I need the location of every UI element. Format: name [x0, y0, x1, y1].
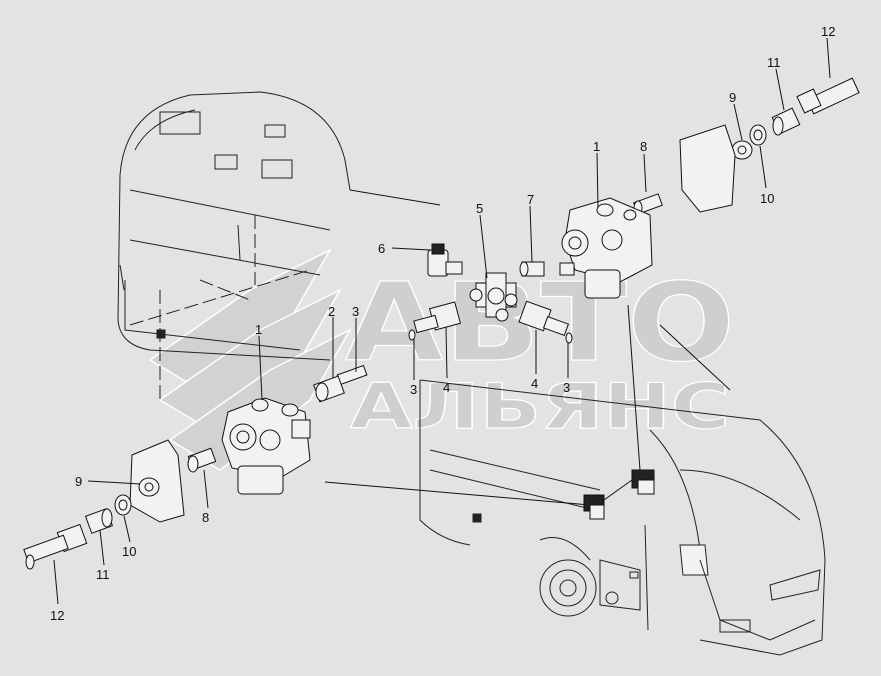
callout-3-top: 3: [352, 304, 359, 319]
callout-9-lower: 9: [75, 474, 82, 489]
upper-valve-assembly: [408, 77, 860, 344]
watermark: АВТО АЛЬЯНС: [148, 248, 736, 471]
callout-1-lower: 1: [255, 322, 262, 337]
callout-11-upper: 11: [767, 55, 781, 70]
bus-rear-view: [117, 91, 351, 361]
callout-5: 5: [476, 201, 483, 216]
routing-lines: [129, 189, 731, 506]
callout-12-upper: 12: [821, 24, 835, 39]
nut-10-upper: [749, 124, 767, 146]
callout-11-lower: 11: [96, 567, 110, 582]
pressure-valve-1-lower: [221, 397, 311, 495]
callout-9-upper: 9: [729, 90, 736, 105]
callout-8-upper: 8: [640, 139, 647, 154]
callout-8-lower: 8: [202, 510, 209, 525]
watermark-line-1: АВТО: [345, 261, 735, 386]
callout-labels: 12 11 9 10 8 1 7 5 6 2 3 1 3 4 4 3 9 8 1…: [50, 24, 835, 623]
fitting-2: [313, 375, 345, 403]
callout-3-left: 3: [410, 382, 417, 397]
adapter-4-right: [518, 300, 573, 344]
lower-valve-assembly: [23, 364, 368, 570]
pressure-valve-1-upper: [559, 197, 653, 299]
callout-4-right: 4: [531, 376, 538, 391]
washer-9-upper: [731, 140, 753, 160]
fitting-7: [519, 261, 545, 277]
callout-12-lower: 12: [50, 608, 64, 623]
callout-10-lower: 10: [122, 544, 136, 559]
nut-10-lower: [114, 494, 132, 516]
hose-fitting-12-upper: [796, 77, 860, 115]
fitting-8-lower: [187, 447, 217, 473]
callout-1-upper: 1: [593, 139, 600, 154]
callout-4-left: 4: [443, 380, 450, 395]
callout-2: 2: [328, 304, 335, 319]
adapter-4-left: [408, 301, 462, 341]
cross-tee-5: [469, 272, 518, 322]
washer-9-lower: [138, 477, 160, 497]
leader-lines: [53, 37, 831, 605]
elbow-fitting-6: [427, 243, 463, 277]
callout-10-upper: 10: [760, 191, 774, 206]
connector-11-upper: [771, 107, 801, 136]
bus-front-view: [419, 379, 826, 656]
mounted-valves-on-bus: [583, 469, 655, 520]
callout-7: 7: [527, 192, 534, 207]
connector-11-lower: [84, 508, 114, 534]
mounting-bracket-upper: [679, 124, 736, 213]
callout-3-right: 3: [563, 380, 570, 395]
hose-fitting-12-lower: [23, 523, 88, 570]
callout-6: 6: [378, 241, 385, 256]
watermark-line-2: АЛЬЯНС: [350, 370, 730, 443]
